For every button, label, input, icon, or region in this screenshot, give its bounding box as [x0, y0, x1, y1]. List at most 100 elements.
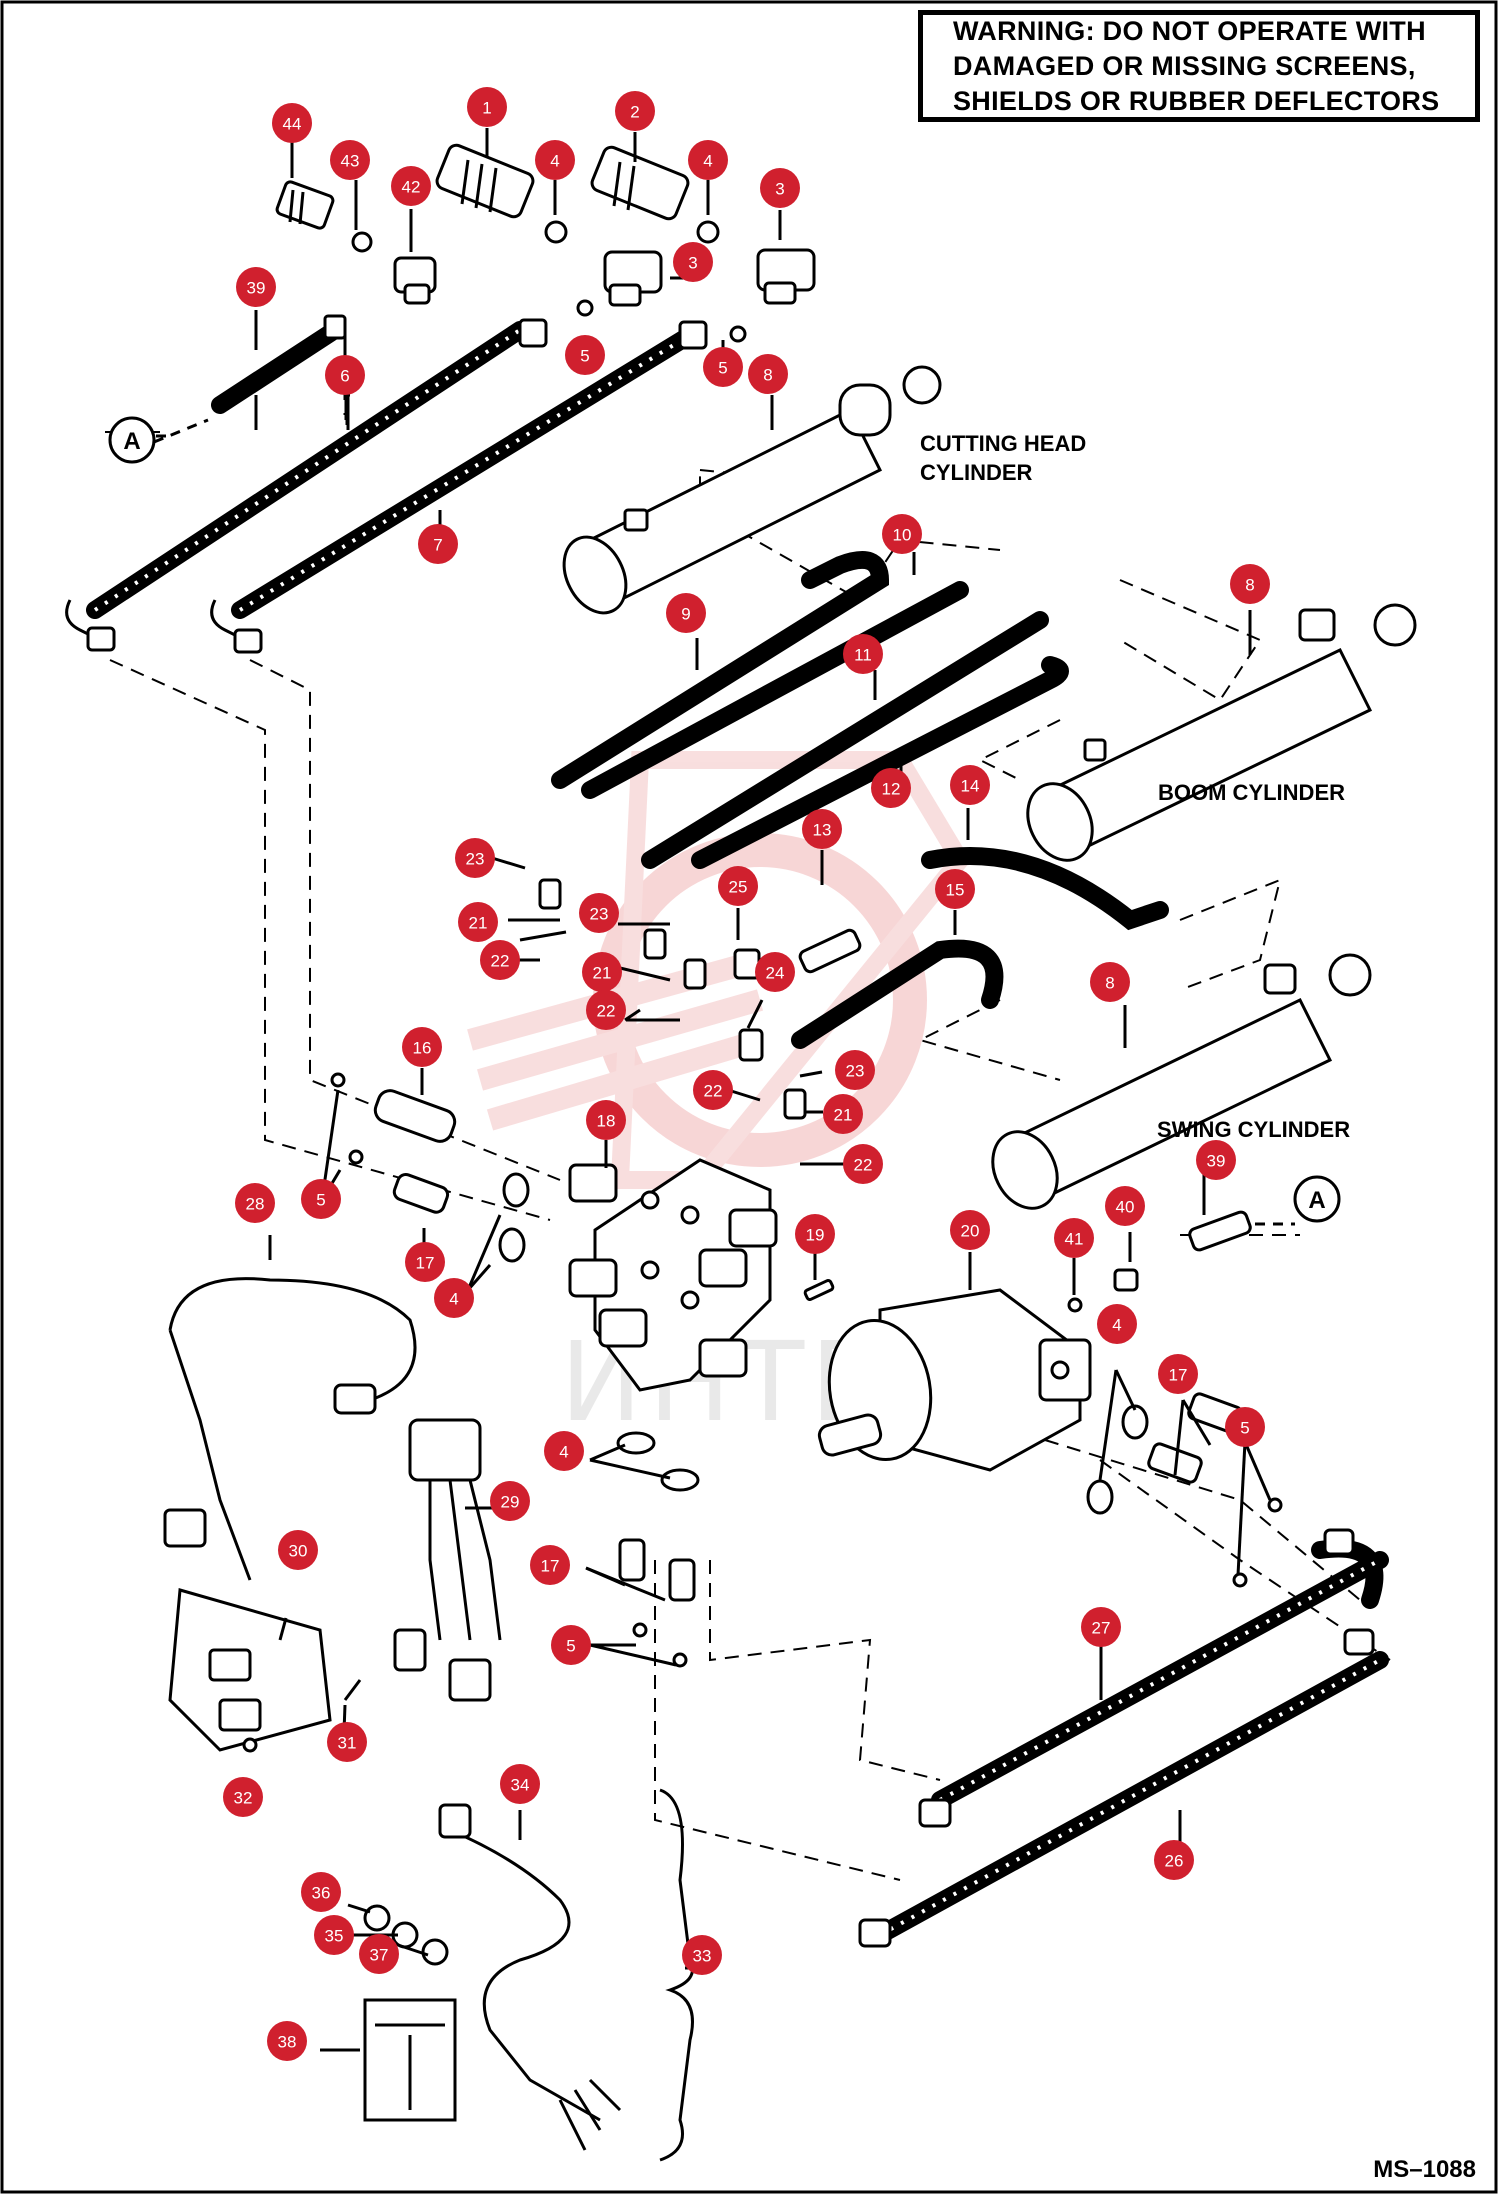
hose-39 — [211, 321, 344, 414]
harness-29-plug — [448, 1658, 492, 1702]
callout-badge-25 — [718, 866, 758, 906]
hose-12b — [691, 656, 1069, 869]
swing-cylinder — [991, 953, 1372, 1210]
solenoid — [698, 1248, 748, 1288]
callout-number-5: 5 — [580, 347, 589, 366]
callout-badge-31 — [327, 1722, 367, 1762]
callout-number-8: 8 — [1105, 974, 1114, 993]
fitting-2 — [590, 145, 690, 221]
swing-cylinder-eye — [1328, 953, 1372, 997]
callout-badge-18 — [586, 1100, 626, 1140]
callout-badge-21 — [582, 952, 622, 992]
callout-badge-33 — [682, 1935, 722, 1975]
fitting-1-thread — [474, 163, 484, 209]
callout-number-22: 22 — [854, 1156, 873, 1175]
fitting-17-c — [668, 1558, 696, 1602]
fitting-24 — [738, 1028, 764, 1062]
callout-number-32: 32 — [234, 1789, 253, 1808]
callout-number-12: 12 — [882, 780, 901, 799]
callout-number-39: 39 — [1207, 1152, 1226, 1171]
callout-badge-12 — [871, 768, 911, 808]
leader — [278, 1617, 288, 1641]
oring-5-b — [729, 325, 747, 343]
callout-badge-10 — [882, 514, 922, 554]
route-line — [249, 659, 561, 1181]
warning-box: WARNING: DO NOT OPERATE WITH DAMAGED OR … — [918, 10, 1480, 122]
connector-a-right: A — [1293, 1175, 1341, 1223]
fitting-44-body — [275, 180, 335, 230]
hoses — [86, 321, 1389, 1944]
fitting-21-c — [683, 958, 707, 990]
callout-number-23: 23 — [846, 1062, 865, 1081]
bracket-33 — [659, 1788, 694, 2162]
callout-number-18: 18 — [597, 1112, 616, 1131]
callout-number-23: 23 — [590, 905, 609, 924]
callout-number-16: 16 — [413, 1039, 432, 1058]
harness-28-plug — [333, 1383, 377, 1415]
fitting-17-a — [392, 1172, 450, 1214]
cylinders — [562, 365, 1417, 1210]
cutting-head-cylinder-pin — [902, 365, 942, 405]
callout-badge-41 — [1054, 1218, 1094, 1258]
callout-number-22: 22 — [704, 1082, 723, 1101]
callout-number-3: 3 — [775, 180, 784, 199]
fitting-1-thread — [460, 159, 470, 205]
bolt-19 — [803, 1279, 835, 1301]
boom-cylinder-label: BOOM CYLINDER — [1158, 780, 1345, 805]
leader — [1173, 1399, 1185, 1476]
callout-badge-23 — [579, 893, 619, 933]
leader — [589, 1458, 671, 1480]
fitting-21-b — [643, 928, 667, 960]
cutting-head-cylinder-port — [623, 508, 649, 532]
fitting-1-thread — [488, 167, 498, 213]
screw-31 — [343, 1679, 362, 1701]
solenoid — [568, 1258, 618, 1298]
callout-number-29: 29 — [501, 1493, 520, 1512]
leader — [519, 930, 567, 942]
callout-badge-5 — [301, 1179, 341, 1219]
callout-number-19: 19 — [806, 1226, 825, 1245]
controller-30-port — [208, 1648, 252, 1682]
leader — [624, 1008, 641, 1022]
top-fittings — [275, 143, 816, 343]
hose-7-top-nut — [678, 320, 708, 350]
oring-4-a — [544, 220, 568, 244]
hose-7-nut — [233, 628, 263, 654]
callout-number-34: 34 — [511, 1776, 530, 1795]
leader — [1236, 1441, 1247, 1576]
cutting-head-cylinder-eye — [838, 383, 892, 437]
washer-32 — [242, 1737, 258, 1753]
callout-number-24: 24 — [766, 964, 785, 983]
callout-badge-40 — [1105, 1186, 1145, 1226]
callout-badge-13 — [802, 809, 842, 849]
leader — [1114, 1369, 1137, 1411]
cutting-head-cylinder-label-2: CYLINDER — [920, 460, 1033, 485]
callout-badge-43 — [330, 140, 370, 180]
elbow-3-b — [756, 248, 816, 305]
harness-28-lead — [168, 1329, 252, 1581]
callout-number-36: 36 — [312, 1884, 331, 1903]
hose-39-nut — [323, 314, 347, 340]
valve-port — [680, 1290, 700, 1310]
callout-badge-4 — [688, 140, 728, 180]
solenoid — [568, 1163, 618, 1203]
elbow-42 — [393, 256, 437, 305]
callout-number-27: 27 — [1092, 1619, 1111, 1638]
route-line — [1044, 1439, 1361, 1601]
oring-5-g — [632, 1622, 648, 1638]
hose-26-lower-nut — [858, 1918, 892, 1948]
cutting-head-cylinder-label-1: CUTTING HEAD — [920, 431, 1086, 456]
callout-badge-17 — [530, 1545, 570, 1585]
callout-badge-3 — [760, 168, 800, 208]
nut-36 — [363, 1904, 391, 1932]
hose-15 — [791, 939, 1004, 1049]
callout-badge-38 — [267, 2021, 307, 2061]
oring-5-f — [1232, 1572, 1248, 1588]
callout-number-4: 4 — [1112, 1316, 1121, 1335]
connector-a-right-label: A — [1308, 1187, 1325, 1214]
callout-badge-44 — [272, 103, 312, 143]
callout-number-28: 28 — [246, 1195, 265, 1214]
callout-badge-21 — [823, 1094, 863, 1134]
electrical — [163, 1277, 694, 2162]
